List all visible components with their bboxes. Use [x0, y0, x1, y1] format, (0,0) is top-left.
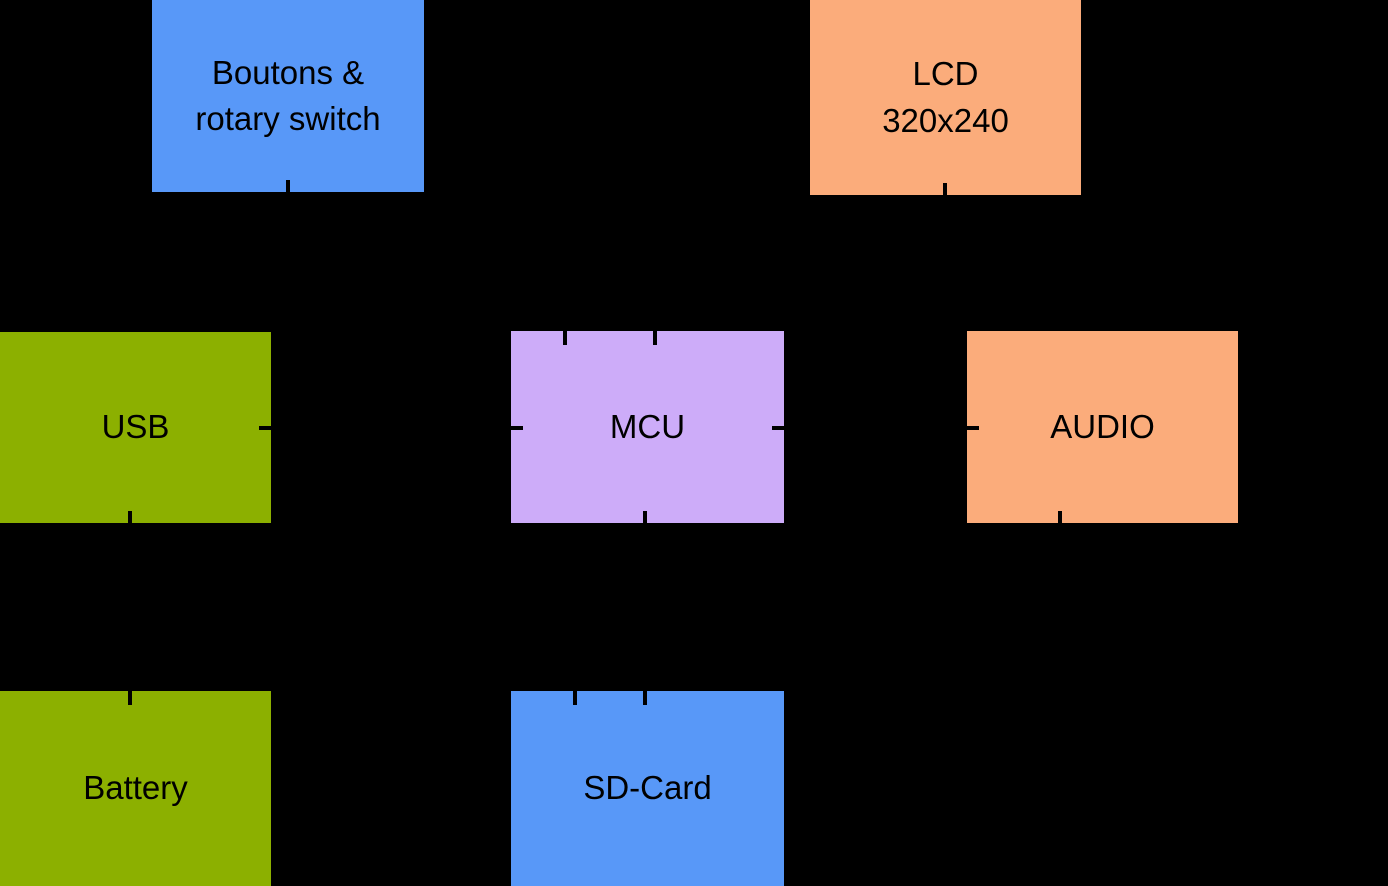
node-label: SD-Card	[583, 769, 712, 807]
node-label: USB	[101, 408, 170, 446]
edge-audio-to-sdcard	[573, 511, 1062, 705]
node-usb: USB	[0, 332, 271, 523]
edge-buttons-to-mcu	[286, 180, 567, 345]
node-buttons-rotary-switch: Boutons & rotary switch	[152, 0, 424, 192]
edge-lcd-to-mcu	[653, 183, 947, 345]
node-battery: Battery	[0, 691, 271, 886]
node-lcd: LCD 320x240	[810, 0, 1081, 195]
node-label: AUDIO	[1050, 407, 1155, 445]
node-label: MCU	[609, 407, 686, 445]
node-label: LCD 320x240	[882, 55, 1009, 139]
node-sd-card: SD-Card	[511, 691, 784, 886]
node-mcu: MCU	[511, 331, 784, 523]
node-audio: AUDIO	[967, 331, 1238, 523]
node-label: Boutons & rotary switch	[195, 53, 381, 137]
node-label: Battery	[83, 769, 188, 807]
